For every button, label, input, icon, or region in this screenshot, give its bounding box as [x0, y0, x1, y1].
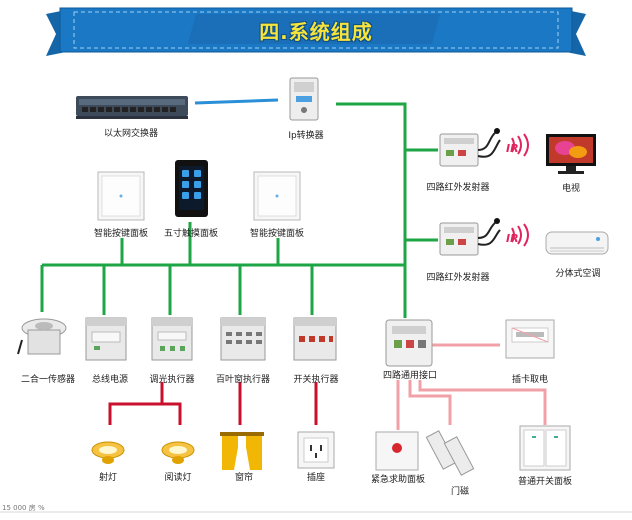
- ip-converter-device: [289, 77, 319, 121]
- ir-emitter-1-label: 四路红外发射器: [426, 183, 490, 193]
- ir-waves-1: [511, 133, 529, 157]
- switch-actuator-device: [293, 317, 337, 361]
- socket-label: 插座: [306, 473, 326, 483]
- card-switch-device: [505, 319, 555, 359]
- footer-text: 15 000 房 %: [2, 504, 45, 512]
- reading-lamp-label: 阅读灯: [164, 473, 192, 483]
- ir-emitter-1-device: [439, 128, 501, 167]
- door-magnet-label: 门磁: [450, 487, 470, 497]
- green-bus: [40, 102, 438, 318]
- touch-panel-device: [175, 160, 208, 217]
- bus-power-device: [85, 317, 127, 361]
- ir-emitter-2-label: 四路红外发射器: [426, 273, 490, 283]
- curtain-device: [220, 432, 264, 470]
- tv-label: 电视: [561, 184, 581, 194]
- ir-label-1: IR: [506, 142, 519, 155]
- normal-switch-panel-device: [519, 425, 571, 471]
- socket-device: [297, 431, 335, 469]
- banner: [46, 7, 586, 56]
- sensor-label: 二合一传感器: [20, 375, 76, 385]
- dimmer-actuator-device: [151, 317, 193, 361]
- switch-actuator-label: 开关执行器: [293, 375, 339, 385]
- smart-button-panel-right-device: [253, 171, 301, 221]
- load-lines: [108, 382, 318, 425]
- curtain-label: 窗帘: [234, 473, 254, 483]
- ir-emitter-2-device: [439, 218, 501, 256]
- split-ac-device: [545, 231, 609, 255]
- normal-switch-panel-label: 普通开关面板: [517, 477, 573, 487]
- blind-actuator-device: [220, 317, 266, 361]
- emergency-panel-device: [375, 431, 419, 471]
- door-magnet-device: [425, 430, 475, 476]
- ethernet-switch-device: [76, 96, 188, 119]
- touch-panel-label: 五寸触摸面板: [163, 229, 219, 239]
- spotlight-label: 射灯: [98, 473, 118, 483]
- spotlight-device: [91, 441, 125, 464]
- reading-lamp-device: [161, 441, 195, 464]
- ir-waves-2: [511, 223, 529, 247]
- blind-actuator-label: 百叶窗执行器: [215, 375, 271, 385]
- universal-interface-label: 四路通用接口: [382, 371, 438, 381]
- interface-lines: [396, 343, 547, 430]
- bus-power-label: 总线电源: [91, 375, 129, 385]
- tv-device: [546, 134, 596, 174]
- smart-button-panel-left-device: [97, 171, 145, 221]
- universal-interface-device: [385, 319, 433, 367]
- emergency-panel-label: 紧急求助面板: [370, 475, 426, 485]
- ethernet-switch-label: 以太网交换器: [103, 129, 159, 139]
- network-line: [194, 98, 279, 105]
- card-switch-label: 插卡取电: [511, 375, 549, 385]
- dimmer-actuator-label: 调光执行器: [149, 375, 195, 385]
- smart-button-panel-right-label: 智能按键面板: [249, 229, 305, 239]
- sensor-device: [17, 318, 67, 355]
- banner-title: 四.系统组成: [259, 20, 373, 44]
- ir-label-2: IR: [506, 232, 519, 245]
- smart-button-panel-left-label: 智能按键面板: [93, 229, 149, 239]
- split-ac-label: 分体式空调: [555, 269, 601, 279]
- ip-converter-label: Ip转换器: [288, 131, 324, 141]
